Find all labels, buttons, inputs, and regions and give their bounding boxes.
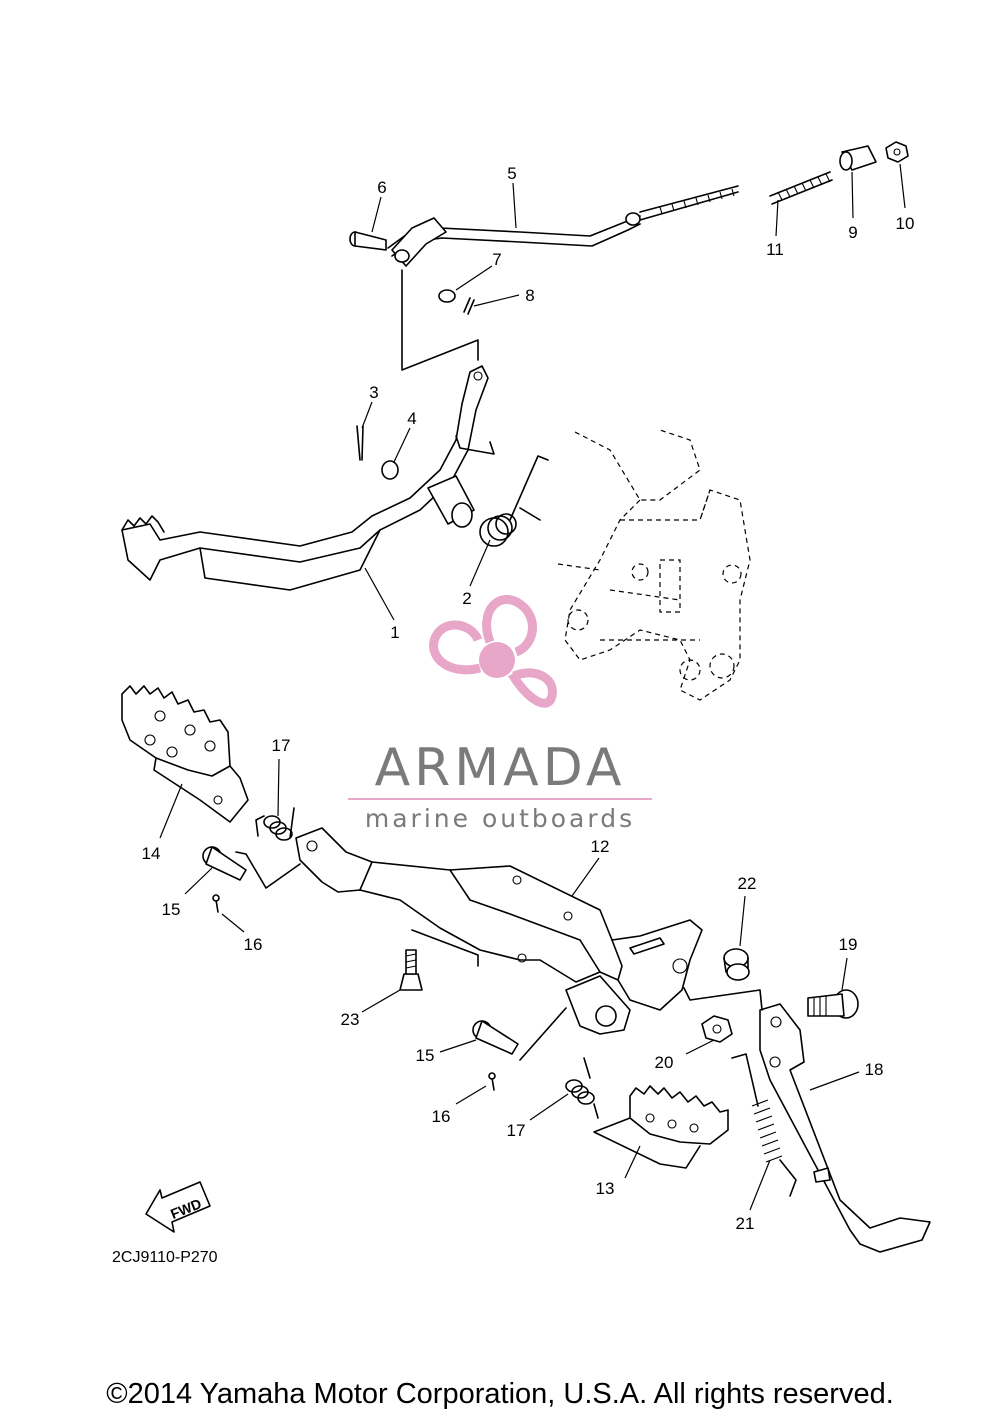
- callout-19: 19: [839, 935, 858, 954]
- callout-23: 23: [341, 1010, 360, 1029]
- callout-2: 2: [462, 589, 471, 608]
- callout-15b: 15: [416, 1046, 435, 1065]
- callout-12: 12: [591, 837, 610, 856]
- brake-pedal: [121, 365, 495, 591]
- watermark-title: ARMADA: [375, 738, 626, 798]
- cotter-pin-small: [463, 297, 475, 315]
- footrest-spring-left: [255, 807, 295, 841]
- washer: [381, 460, 399, 480]
- clip-right: [491, 1077, 495, 1091]
- callout-numbers: 1 2 3 4 5 6 7 8 9 10 11 12 13 14 15 16 1…: [142, 164, 915, 1233]
- callout-4: 4: [407, 409, 416, 428]
- clevis-pin: [349, 231, 387, 251]
- footrest-spring-right: [565, 1057, 599, 1119]
- callout-14: 14: [142, 844, 161, 863]
- callout-21: 21: [736, 1214, 755, 1233]
- sidestand-spring: [731, 1053, 797, 1197]
- footrest-pin-left: [202, 846, 247, 881]
- clip-left: [215, 899, 219, 913]
- cable-joint: [839, 145, 877, 171]
- return-spring: [479, 455, 549, 547]
- plain-washer: [438, 289, 456, 303]
- callout-16: 16: [244, 935, 263, 954]
- callout-17: 17: [272, 736, 291, 755]
- callout-1: 1: [390, 623, 399, 642]
- footrest-pin-right: [472, 1020, 519, 1055]
- diagram-code: 2CJ9110-P270: [112, 1249, 218, 1266]
- watermark-subtitle: marine outboards: [365, 804, 635, 833]
- collar: [723, 948, 750, 981]
- callout-13: 13: [596, 1179, 615, 1198]
- cable-bracket: [391, 217, 447, 267]
- sidestand: [759, 1003, 931, 1253]
- callout-15: 15: [162, 900, 181, 919]
- cotter-pin: [356, 425, 364, 461]
- callout-7: 7: [492, 250, 501, 269]
- callout-20: 20: [655, 1053, 674, 1072]
- callout-10: 10: [896, 214, 915, 233]
- callout-3: 3: [369, 383, 378, 402]
- frame-outline: [557, 429, 751, 701]
- callout-22: 22: [738, 874, 757, 893]
- footrest-bracket: [295, 827, 703, 1035]
- brake-cable: [387, 185, 739, 257]
- cable-spring: [769, 171, 833, 205]
- pivot-bolt: [807, 989, 859, 1019]
- callout-8: 8: [525, 286, 534, 305]
- watermark-logo: [429, 595, 557, 708]
- adjusting-nut: [885, 141, 909, 163]
- footrest-left: [121, 685, 249, 823]
- callout-9: 9: [848, 223, 857, 242]
- bolt-23: [399, 949, 423, 991]
- callout-17b: 17: [507, 1121, 526, 1140]
- footrest-right: [593, 1085, 729, 1169]
- spring-hook-pin: [813, 1167, 831, 1183]
- callout-16b: 16: [432, 1107, 451, 1126]
- locknut: [701, 1015, 733, 1043]
- callout-6: 6: [377, 178, 386, 197]
- callout-11: 11: [766, 240, 784, 259]
- callout-leaders: [159, 163, 906, 1211]
- callout-5: 5: [507, 164, 516, 183]
- callout-18: 18: [865, 1060, 884, 1079]
- pedal-boss: [427, 475, 475, 528]
- fwd-arrow-icon: FWD: [145, 1181, 211, 1233]
- copyright-notice: ©2014 Yamaha Motor Corporation, U.S.A. A…: [106, 1378, 894, 1410]
